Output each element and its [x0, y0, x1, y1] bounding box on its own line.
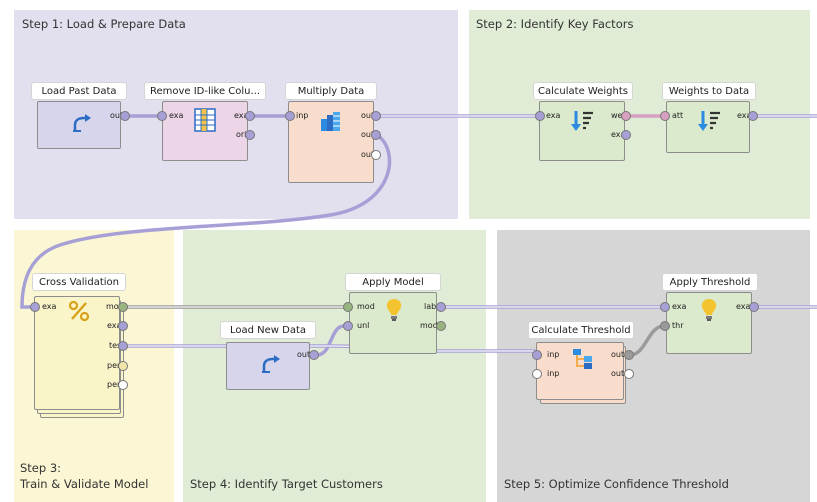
port-label-exa-out: exa	[234, 111, 249, 120]
port-label-inp-2: inp	[547, 369, 560, 378]
operator-weights-to-data[interactable]: Weights to Data att exa	[660, 82, 760, 155]
output-port-mod[interactable]	[436, 321, 446, 331]
output-port-exa[interactable]	[245, 111, 255, 121]
panel-title-step4: Step 4: Identify Target Customers	[190, 477, 383, 491]
sort-weights-icon	[698, 111, 720, 131]
input-port-inp-2[interactable]	[532, 369, 542, 379]
operator-label: Apply Threshold	[662, 273, 758, 291]
port-label-out: out	[110, 111, 124, 120]
lightbulb-icon	[386, 299, 402, 321]
panel-title-step1: Step 1: Load & Prepare Data	[22, 17, 186, 31]
output-port-out[interactable]	[309, 350, 319, 360]
port-label-exa: exa	[42, 302, 57, 311]
output-port-exa[interactable]	[621, 130, 631, 140]
panel-title-step2: Step 2: Identify Key Factors	[476, 17, 634, 31]
operator-label: Weights to Data	[662, 82, 756, 100]
port-label-inp: inp	[296, 111, 309, 120]
operator-body[interactable]	[666, 101, 750, 153]
port-label-wei: wei	[611, 111, 625, 120]
operator-label: Multiply Data	[285, 82, 377, 100]
operator-label: Cross Validation	[32, 273, 126, 291]
input-port-exa[interactable]	[157, 111, 167, 121]
panel-title-step3-line2: Train & Validate Model	[20, 477, 149, 491]
port-label-tes: tes	[109, 341, 122, 350]
output-port-exa[interactable]	[749, 302, 759, 312]
port-label-mod-out: mod	[420, 321, 438, 330]
output-port-per-1[interactable]	[118, 361, 128, 371]
input-port-thr[interactable]	[660, 321, 670, 331]
port-label-exa-out: exa	[611, 130, 626, 139]
output-port-wei[interactable]	[621, 111, 631, 121]
tree-icon	[573, 349, 592, 369]
input-port-exa[interactable]	[535, 111, 545, 121]
port-label-unl: unl	[357, 321, 370, 330]
retrieve-icon	[262, 355, 280, 373]
output-port-out-2[interactable]	[624, 369, 634, 379]
panel-title-step3-line1: Step 3:	[20, 461, 62, 475]
table-icon	[194, 108, 216, 132]
operator-label: Remove ID-like Colu...	[144, 82, 266, 100]
input-port-exa[interactable]	[660, 302, 670, 312]
operator-apply-threshold[interactable]: Apply Threshold exa thr exa	[660, 273, 760, 358]
output-port-exa[interactable]	[118, 321, 128, 331]
port-label-out-1: out	[361, 111, 375, 120]
port-label-att: att	[672, 111, 684, 120]
operator-calculate-threshold[interactable]: Calculate Threshold inp inp out out	[528, 321, 634, 406]
output-port-tes[interactable]	[118, 341, 128, 351]
multiply-icon	[321, 112, 340, 131]
operator-label: Apply Model	[345, 273, 441, 291]
output-port-out-3[interactable]	[371, 150, 381, 160]
percent-icon	[68, 300, 90, 322]
operator-body[interactable]	[539, 101, 625, 161]
operator-label: Calculate Threshold	[528, 321, 634, 339]
input-port-att[interactable]	[660, 111, 670, 121]
port-label-exa-out: exa	[736, 302, 751, 311]
input-port-exa[interactable]	[30, 302, 40, 312]
port-label-out-2: out	[611, 369, 625, 378]
output-port-mod[interactable]	[118, 302, 128, 312]
operator-cross-validation[interactable]: Cross Validation exa mod exa tes per per	[28, 273, 132, 420]
sort-weights-icon	[571, 111, 593, 131]
output-port-ori[interactable]	[245, 130, 255, 140]
operator-load-past-data[interactable]: Load Past Data out	[31, 82, 130, 155]
operator-apply-model[interactable]: Apply Model mod unl lab mod	[341, 273, 447, 358]
port-label-mod: mod	[357, 302, 375, 311]
input-port-inp[interactable]	[285, 111, 295, 121]
output-port-out[interactable]	[120, 111, 130, 121]
port-label-exa: exa	[546, 111, 561, 120]
output-port-out-2[interactable]	[371, 130, 381, 140]
port-label-exa-out: exa	[737, 111, 752, 120]
input-port-mod[interactable]	[343, 302, 353, 312]
lightbulb-icon	[701, 299, 717, 321]
operator-label: Calculate Weights	[533, 82, 633, 100]
port-label-out: out	[297, 350, 311, 359]
port-label-per-2: per	[107, 380, 121, 389]
retrieve-icon	[73, 114, 91, 132]
output-port-lab[interactable]	[436, 302, 446, 312]
output-port-out-1[interactable]	[624, 350, 634, 360]
operator-label: Load Past Data	[31, 82, 127, 100]
port-label-inp-1: inp	[547, 350, 560, 359]
operator-load-new-data[interactable]: Load New Data out	[220, 321, 320, 394]
port-label-exa-out: exa	[107, 321, 122, 330]
output-port-out-1[interactable]	[371, 111, 381, 121]
operator-calculate-weights[interactable]: Calculate Weights exa wei exa	[533, 82, 633, 163]
output-port-per-2[interactable]	[118, 380, 128, 390]
port-label-exa: exa	[672, 302, 687, 311]
panel-title-step5: Step 5: Optimize Confidence Threshold	[504, 477, 729, 491]
operator-remove-id-like-columns[interactable]: Remove ID-like Colu... exa exa ori	[144, 82, 266, 163]
input-port-unl[interactable]	[343, 321, 353, 331]
port-label-lab: lab	[424, 302, 437, 311]
port-label-per-1: per	[107, 361, 121, 370]
operator-label: Load New Data	[220, 321, 316, 339]
port-label-out-1: out	[611, 350, 625, 359]
input-port-inp-1[interactable]	[532, 350, 542, 360]
port-label-exa: exa	[169, 111, 184, 120]
operator-multiply-data[interactable]: Multiply Data inp out out out	[283, 82, 381, 185]
port-label-thr: thr	[672, 321, 684, 330]
output-port-exa[interactable]	[748, 111, 758, 121]
